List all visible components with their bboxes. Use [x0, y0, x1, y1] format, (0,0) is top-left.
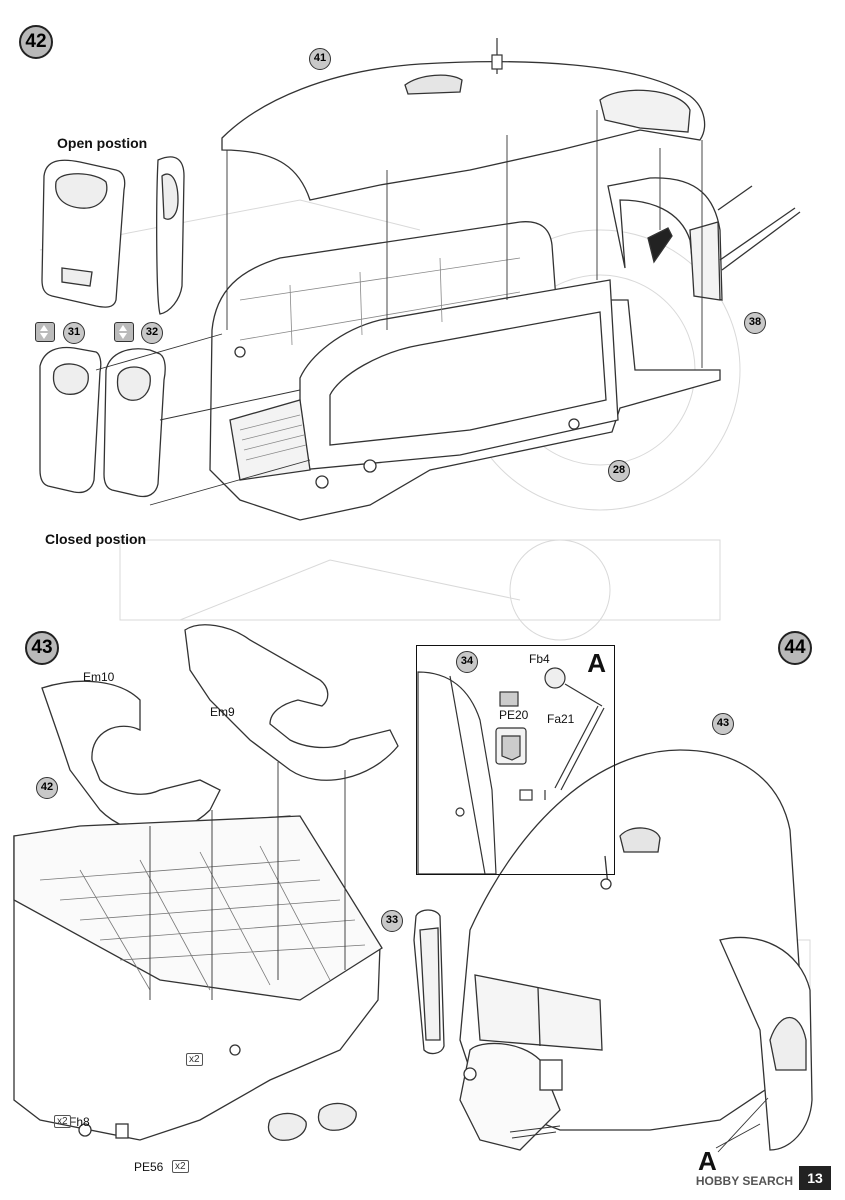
part-label-em10: Em10 — [83, 670, 115, 684]
callout-letter-a: A — [698, 1146, 717, 1176]
part-label-pe20: PE20 — [499, 708, 529, 722]
detail-inset-a: A Fb4 PE20 Fa21 — [416, 645, 615, 875]
page-number: 13 — [799, 1166, 831, 1190]
part-label-pe56: PE56 — [134, 1160, 164, 1174]
part-number-32: 32 — [141, 322, 163, 344]
part-number-28: 28 — [608, 460, 630, 482]
quantity-badge: x2 — [186, 1053, 203, 1066]
detail-letter-a: A — [587, 648, 606, 678]
watermark: HOBBY SEARCH — [695, 1174, 793, 1188]
part-number-34: 34 — [456, 651, 478, 673]
part-label-fa21: Fa21 — [547, 712, 575, 726]
part-number-42: 42 — [36, 777, 58, 799]
step-number-43: 43 — [25, 631, 59, 665]
part-number-41: 41 — [309, 48, 331, 70]
part-number-33: 33 — [381, 910, 403, 932]
flip-part-icon — [35, 322, 55, 342]
part-number-31: 31 — [63, 322, 85, 344]
step-number-44: 44 — [778, 631, 812, 665]
step-number-42: 42 — [19, 25, 53, 59]
part-label-em9: Em9 — [210, 705, 235, 719]
part-label-fh8: Fh8 — [69, 1115, 90, 1129]
quantity-badge: x2 — [54, 1115, 71, 1128]
part-label-fb4: Fb4 — [529, 652, 550, 666]
part-number-38: 38 — [744, 312, 766, 334]
flip-part-icon — [114, 322, 134, 342]
open-position-label: Open postion — [57, 135, 148, 151]
closed-position-label: Closed postion — [45, 531, 147, 547]
quantity-badge: x2 — [172, 1160, 189, 1173]
part-number-43: 43 — [712, 713, 734, 735]
